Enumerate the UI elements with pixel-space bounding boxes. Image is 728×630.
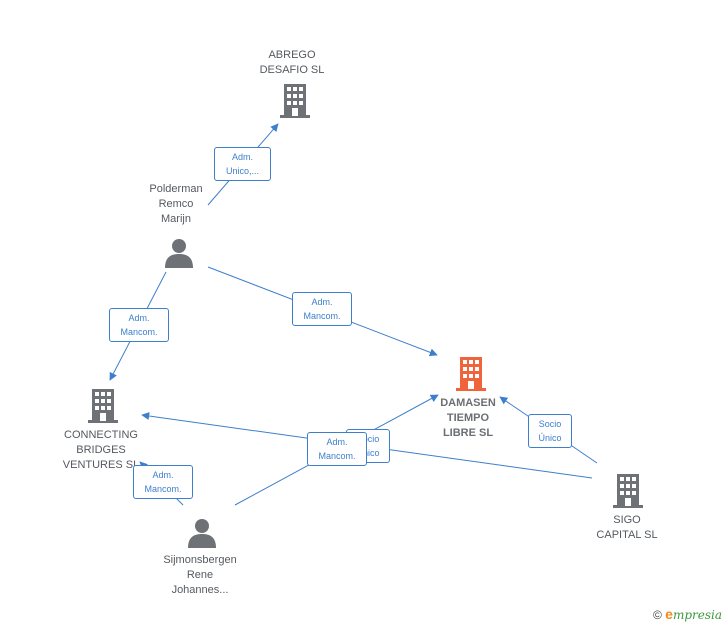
node-label-line: Rene bbox=[186, 569, 214, 581]
brand-logo-text: mpresia bbox=[672, 608, 722, 622]
edge-label-line: Único bbox=[356, 448, 380, 458]
node-label-line: LIBRE SL bbox=[442, 427, 494, 439]
edge-label-line: Mancom. bbox=[144, 484, 182, 494]
building-icon bbox=[88, 389, 118, 423]
edge-label-line: Adm. bbox=[311, 297, 333, 307]
building-icon bbox=[280, 84, 310, 118]
edge-label-polderman-damasen[interactable]: Adm. Mancom. bbox=[292, 292, 352, 326]
building-icon bbox=[613, 474, 643, 508]
node-label-polderman-remco-marijn[interactable]: Polderman Remco Marijn bbox=[126, 182, 226, 227]
edge-label-sigo-damasen[interactable]: Socio Único bbox=[528, 414, 572, 448]
edge-label-sijmonsbergen-damasen[interactable]: Adm. Mancom. bbox=[307, 432, 367, 466]
building-icon-central bbox=[456, 357, 486, 391]
edge-label-line: Unico,... bbox=[225, 166, 259, 176]
node-label-line: Remco bbox=[158, 198, 194, 210]
node-label-connecting-bridges-ventures[interactable]: CONNECTING BRIDGES VENTURES SL bbox=[48, 428, 154, 473]
edge-label-sijmonsbergen-connecting[interactable]: Adm. Mancom. bbox=[133, 465, 193, 499]
node-label-sigo-capital[interactable]: SIGO CAPITAL SL bbox=[577, 513, 677, 543]
footer-brand: © empresia bbox=[653, 606, 722, 622]
edge-label-line: Adm. bbox=[326, 437, 348, 447]
edge-label-line: Adm. bbox=[231, 152, 253, 162]
brand-logo-e: e bbox=[665, 606, 673, 622]
node-label-damasen-tiempo-libre[interactable]: DAMASEN TIEMPO LIBRE SL bbox=[418, 396, 518, 441]
edge-label-line: Socio bbox=[538, 419, 562, 429]
node-label-line: CONNECTING bbox=[64, 429, 138, 441]
node-label-abrego-desafio[interactable]: ABREGO DESAFIO SL bbox=[242, 48, 342, 78]
node-label-line: VENTURES SL bbox=[62, 459, 140, 471]
copyright-symbol: © bbox=[652, 608, 662, 622]
node-label-line: Johannes... bbox=[171, 584, 229, 596]
edge-label-line: Adm. bbox=[128, 313, 150, 323]
person-icon bbox=[188, 519, 216, 548]
edge-label-line: Único bbox=[538, 433, 562, 443]
node-label-line: ABREGO bbox=[268, 49, 316, 61]
node-label-line: DESAFIO SL bbox=[259, 64, 325, 76]
edge-label-line: Mancom. bbox=[318, 451, 356, 461]
edge-label-polderman-connecting[interactable]: Adm. Mancom. bbox=[109, 308, 169, 342]
edge-label-line: Mancom. bbox=[303, 311, 341, 321]
node-label-line: SIGO bbox=[613, 514, 641, 526]
edge-label-line: Adm. bbox=[152, 470, 174, 480]
person-icon bbox=[165, 239, 193, 268]
node-label-sijmonsbergen-rene-johannes[interactable]: Sijmonsbergen Rene Johannes... bbox=[145, 553, 255, 598]
node-label-line: Marijn bbox=[161, 213, 191, 225]
node-label-line: Sijmonsbergen bbox=[163, 554, 237, 566]
node-label-line: CAPITAL SL bbox=[596, 529, 658, 541]
edge-label-line: Mancom. bbox=[120, 327, 158, 337]
node-label-line: TIEMPO bbox=[446, 412, 490, 424]
node-label-line: Polderman bbox=[149, 183, 203, 195]
edge-label-polderman-abrego[interactable]: Adm. Unico,... bbox=[214, 147, 271, 181]
edge-label-line: Socio bbox=[356, 434, 380, 444]
node-label-line: DAMASEN bbox=[440, 397, 496, 409]
node-label-line: BRIDGES bbox=[76, 444, 126, 456]
